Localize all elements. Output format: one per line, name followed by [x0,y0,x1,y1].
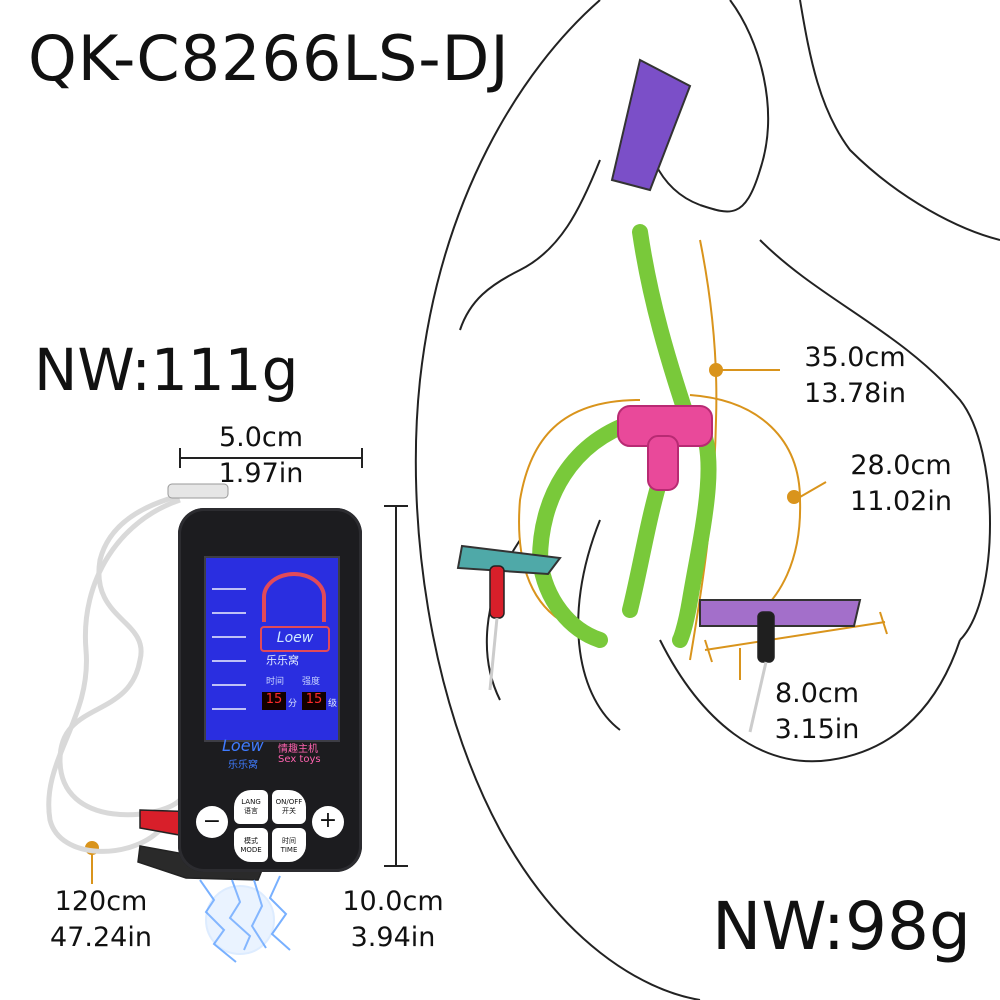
loop-length-cm: 28.0cm [850,450,952,481]
green-straps [531,224,717,648]
cable-plug [167,483,229,499]
lcd-label-strength: 强度 [302,677,321,687]
onoff-button[interactable]: ON/OFF 开关 [272,790,306,824]
chain-length-cm: 35.0cm [804,342,906,373]
lcd-time-value: 15 [262,692,286,710]
controller-width-cm: 5.0cm [218,422,304,453]
controller-height-cm: 10.0cm [342,886,444,917]
onoff-label: ON/OFF [275,798,303,806]
waveform-icon [212,566,246,728]
signal-icon [262,572,326,622]
loop-length-in: 11.02in [850,486,952,517]
controller-weight: NW:111g [34,336,299,404]
lcd-time-unit: 分 [288,699,298,709]
lang-cn-label: 语言 [244,807,258,815]
controller-guides [179,448,408,867]
mode-label: MODE [240,846,262,854]
clamp-length-cm: 8.0cm [774,678,860,709]
lcd-label-time: 时间 [266,677,285,687]
clips [488,565,775,733]
t-connector [617,405,713,491]
cable-length-label: 120cm 47.24in [26,884,176,956]
minus-button[interactable]: − [196,806,228,838]
time-button[interactable]: 时间 TIME [272,828,306,862]
mode-button[interactable]: 模式 MODE [234,828,268,862]
cable-length-cm: 120cm [54,886,148,917]
onoff-cn-label: 开关 [282,807,296,815]
chain-length-in: 13.78in [804,378,906,409]
time-label: TIME [280,846,298,854]
spark-effect [199,875,291,963]
lcd-brand-cn: 乐乐窝 [266,654,299,667]
chain-length-label: 35.0cm 13.78in [780,340,930,412]
controller-device: Loew 乐乐窝 时间 强度 15 分 15 级 Loew 情趣主机 Sex t… [178,508,362,872]
time-cn-label: 时间 [282,837,296,845]
mode-cn-label: 模式 [244,837,258,845]
controller-width-in: 1.97in [218,458,304,489]
controller-height-label: 10.0cm 3.94in [318,884,468,956]
clamps-weight: NW:98g [712,888,971,965]
device-brand-cn: 乐乐窝 [228,760,258,771]
lang-label: LANG [241,798,261,806]
cable-length-in: 47.24in [50,922,152,953]
clamps [456,58,862,627]
product-title: QK-C8266LS-DJ [28,22,510,95]
lang-button[interactable]: LANG 语言 [234,790,268,824]
clamp-length-label: 8.0cm 3.15in [742,676,892,748]
clamp-length-in: 3.15in [774,714,860,745]
loop-length-label: 28.0cm 11.02in [826,448,976,520]
lcd-strength-unit: 级 [328,699,338,709]
device-tag-cn: 情趣主机 [278,744,318,755]
device-tag-en: Sex toys [278,754,321,765]
device-logo: Loew [222,736,264,755]
lcd-strength-value: 15 [302,692,326,710]
controller-height-in: 3.94in [350,922,436,953]
lcd-screen: Loew 乐乐窝 时间 强度 15 分 15 级 [204,556,340,742]
lcd-logo: Loew [260,626,330,652]
plus-button[interactable]: + [312,806,344,838]
controller-width-label: 5.0cm 1.97in [206,420,316,492]
body-outline [414,0,1000,1000]
